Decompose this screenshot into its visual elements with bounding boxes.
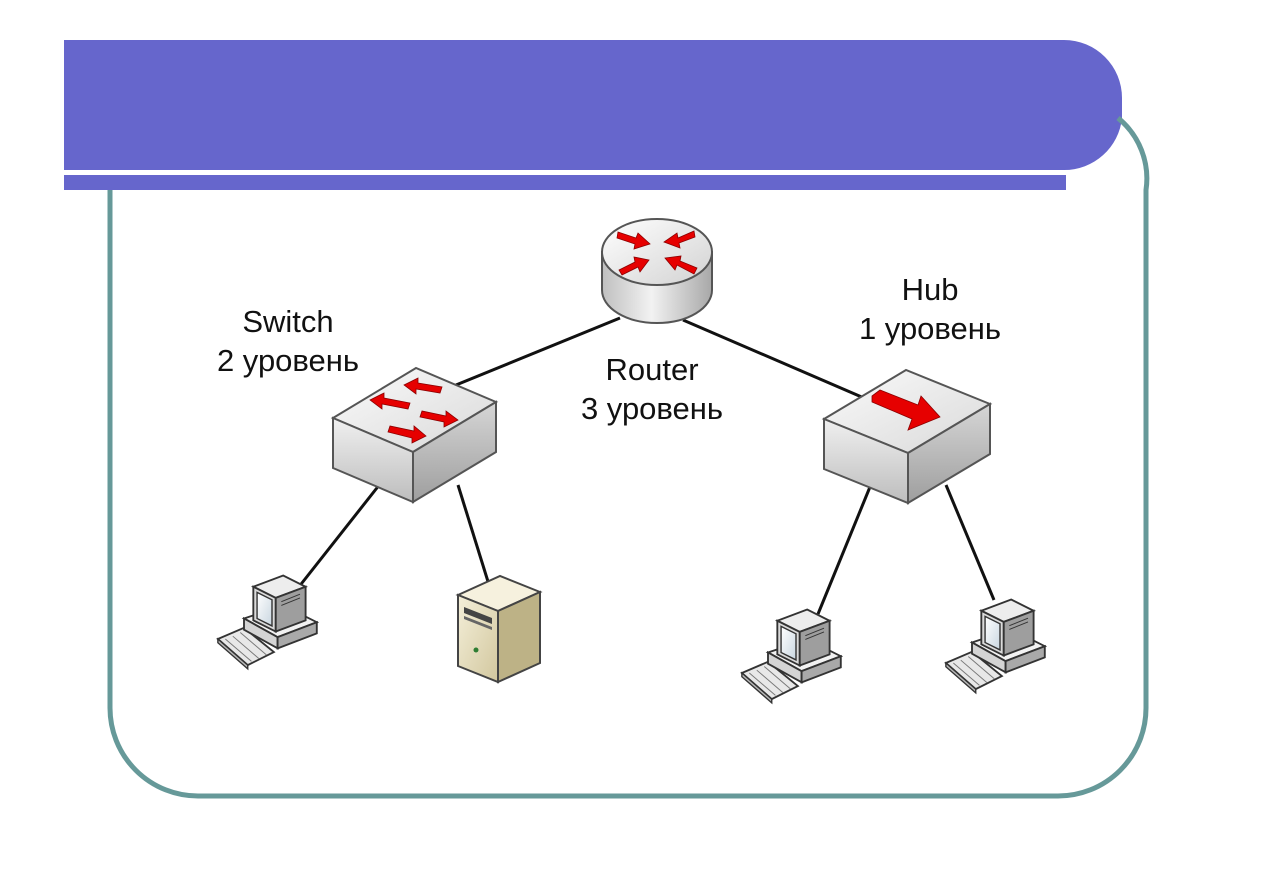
slide-frame — [64, 40, 1150, 799]
banner-underline — [64, 175, 1066, 190]
hub-icon — [821, 368, 993, 505]
content-frame — [107, 116, 1150, 799]
network-links — [296, 316, 996, 615]
router-label: Router 3 уровень — [562, 350, 742, 428]
switch-name: Switch — [242, 304, 334, 339]
switch-label: Switch 2 уровень — [198, 302, 378, 380]
workstation-icon — [944, 598, 1046, 694]
server-icon — [455, 574, 543, 684]
link-switch-pc — [296, 483, 382, 589]
router-name: Router — [605, 352, 699, 387]
router-level: 3 уровень — [580, 391, 724, 426]
link-router-switch — [455, 316, 621, 387]
link-router-hub — [682, 318, 865, 400]
switch-level: 2 уровень — [216, 343, 360, 378]
link-switch-server — [456, 484, 492, 589]
workstation-icon — [216, 574, 318, 670]
hub-name: Hub — [901, 272, 959, 307]
title-banner — [64, 40, 1122, 171]
hub-level: 1 уровень — [858, 311, 1002, 346]
link-hub-pc-right — [944, 484, 996, 601]
switch-icon — [330, 366, 499, 504]
workstation-icon — [740, 608, 842, 704]
link-hub-pc-left — [816, 481, 874, 615]
router-icon — [601, 218, 713, 324]
hub-label: Hub 1 уровень — [840, 270, 1020, 348]
